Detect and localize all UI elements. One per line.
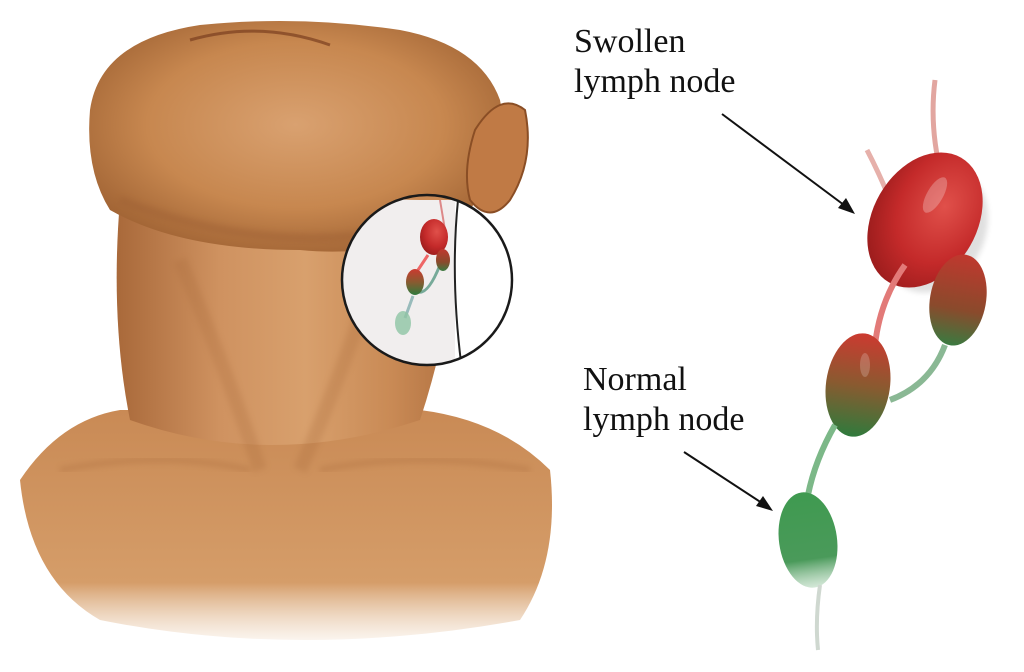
swollen-arrowhead-icon — [838, 198, 855, 214]
swollen-arrow — [721, 113, 849, 209]
swollen-lymph-node-label: Swollen lymph node — [574, 23, 736, 100]
magnifier-ring — [340, 193, 514, 367]
label-arrows — [683, 113, 855, 511]
normal-arrowhead-icon — [756, 496, 773, 511]
normal-node — [778, 492, 838, 588]
transition-node — [825, 333, 891, 437]
enlarged-lymph-nodes — [778, 79, 988, 651]
normal-lymph-node-label: Normal lymph node — [583, 361, 745, 438]
swollen-node-large — [867, 152, 983, 288]
normal-arrow — [683, 451, 766, 506]
swollen-node-small — [929, 254, 987, 346]
